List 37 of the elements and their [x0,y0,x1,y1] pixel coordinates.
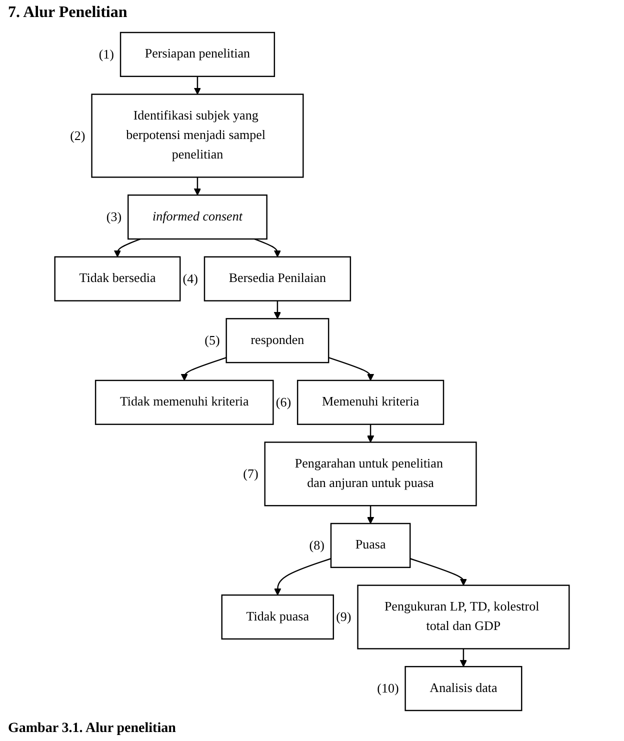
arrow [366,424,374,443]
node-box: Tidak memenuhi kriteria [94,380,274,425]
step-number: (1) [98,46,114,62]
node-box: responden [226,318,330,364]
arrow [274,300,282,319]
arrow [114,238,141,258]
arrow [254,238,282,258]
step-number: (7) [243,466,258,481]
arrow [194,177,202,196]
step-number: (4) [182,270,198,286]
node-box: Persiapan penelitian [120,32,276,77]
node-box: Bersedia Penilaian [204,256,352,302]
arrow [410,558,468,586]
node-box: Identifikasi subjek yang berpotensi menjadi sampel penelitian [91,94,304,178]
arrow [366,506,374,524]
figure-caption: Gambar 3.1. Alur penelitian [8,721,177,737]
node-box: Tidak puasa [221,594,334,640]
node-box: Puasa [330,522,411,568]
node-box: Pengukuran LP, TD, kolestrol total dan GDP [357,584,570,650]
step-number: (8) [309,538,324,553]
step-number: (9) [336,609,352,624]
node-box: informed consent [128,194,268,240]
arrow [328,357,374,381]
arrow [194,76,202,95]
arrow [460,648,468,667]
node-box: Tidak bersedia [54,256,181,302]
step-number: (5) [204,332,220,348]
arrow [274,558,332,596]
step-number: (10) [377,680,399,696]
step-number: (6) [276,394,292,410]
node-box: Memenuhi kriteria [296,380,444,425]
diagram-title: 7. Alur Penelitian [8,4,128,22]
arrow [180,357,227,381]
step-number: (3) [106,209,122,224]
step-number: (2) [70,128,86,143]
node-box: Analisis data [404,666,522,712]
node-box: Pengarahan untuk penelitian dan anjuran untuk puasa [264,442,477,506]
